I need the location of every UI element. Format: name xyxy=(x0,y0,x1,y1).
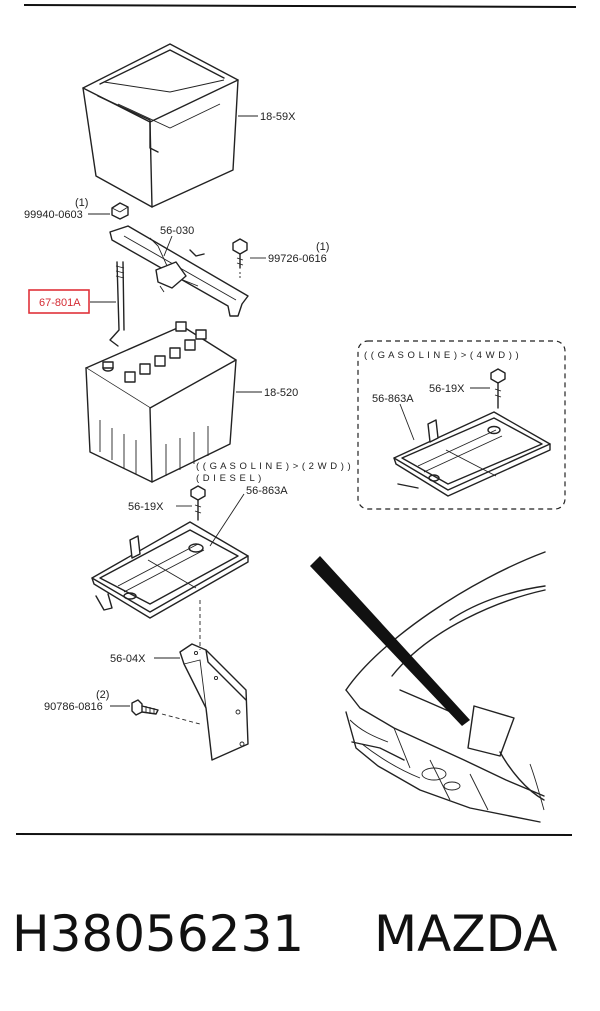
brand-name: MAZDA xyxy=(374,905,557,963)
condition-line-1: ( ( G A S O L I N E ) > ( 2 W D ) ) xyxy=(196,461,351,472)
tray-bolt-drawing xyxy=(190,485,206,521)
screw-drawing xyxy=(131,699,159,716)
inset-tray-drawing xyxy=(393,411,551,497)
bracket-drawing xyxy=(179,643,249,761)
bottom-rule xyxy=(15,833,573,836)
callout-nut-qty: (1) xyxy=(75,197,88,209)
part-number: H38056231 xyxy=(12,905,304,963)
callout-bracket: 56-04X xyxy=(110,653,146,665)
callout-cover: 18-59X xyxy=(260,111,296,123)
callout-rod: 67-801A xyxy=(39,297,81,309)
callout-tray-bolt: 56-19X xyxy=(128,501,164,513)
callout-bolt-qty: (1) xyxy=(316,241,329,253)
callout-screw-qty: (2) xyxy=(96,689,109,701)
callout-tray: 56-863A xyxy=(246,485,288,497)
callout-battery: 18-520 xyxy=(264,387,298,399)
car-illustration xyxy=(345,551,546,823)
top-rule xyxy=(23,4,577,8)
callout-screw: 90786-0816 xyxy=(44,701,103,713)
callout-clamp: 56-030 xyxy=(160,225,194,237)
highlight-box xyxy=(28,289,90,314)
battery-drawing xyxy=(85,321,237,483)
inset-bolt-drawing xyxy=(490,368,506,409)
nut-drawing xyxy=(111,202,129,220)
bolt-drawing xyxy=(232,238,248,280)
inset-condition: ( ( G A S O L I N E ) > ( 4 W D ) ) xyxy=(364,350,519,361)
battery-cover-drawing xyxy=(82,43,239,208)
inset-callout-bolt: 56-19X xyxy=(429,383,465,395)
inset-box xyxy=(357,340,566,510)
callout-bolt: 99726-0616 xyxy=(268,253,327,265)
inset-callout-tray: 56-863A xyxy=(372,393,414,405)
condition-line-2: ( D I E S E L ) xyxy=(196,473,262,484)
clamp-drawing xyxy=(109,225,249,317)
rod-drawing xyxy=(109,261,125,347)
callout-nut: 99940-0603 xyxy=(24,209,83,221)
tray-drawing xyxy=(91,521,249,619)
pointer-arrow xyxy=(310,556,470,726)
